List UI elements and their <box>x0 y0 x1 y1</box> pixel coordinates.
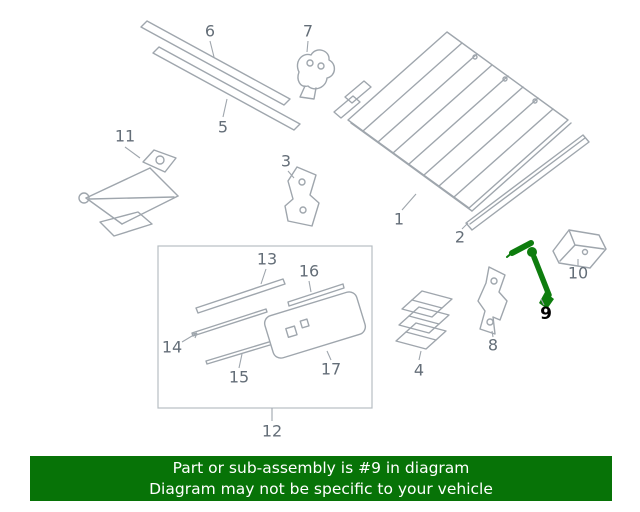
leader-line-17 <box>326 350 332 361</box>
leader-line-16 <box>308 280 312 293</box>
leader-line-15 <box>238 353 243 369</box>
leader-line-11 <box>124 146 141 159</box>
leader-line-5 <box>222 98 228 118</box>
leader-line-3 <box>287 170 295 179</box>
leader-line-8 <box>491 330 494 338</box>
callout-12: 12 <box>261 421 283 441</box>
callout-13: 13 <box>256 249 278 269</box>
callout-11: 11 <box>114 126 136 146</box>
parts-diagram-art <box>78 20 607 421</box>
note-banner: Part or sub-assembly is #9 in diagram Di… <box>30 456 612 501</box>
callout-5: 5 <box>217 117 229 137</box>
part-5-strip <box>152 46 301 131</box>
part-7-bracket <box>296 40 336 100</box>
part-11-jack <box>78 146 179 237</box>
callout-4: 4 <box>413 360 425 380</box>
callout-10: 10 <box>567 263 589 283</box>
part-16-rod <box>287 280 345 307</box>
part-4-shield <box>395 290 453 361</box>
leader-line-14 <box>181 332 198 343</box>
callout-6: 6 <box>204 21 216 41</box>
part-14-rod <box>181 308 268 343</box>
callout-1: 1 <box>393 209 405 229</box>
callout-16: 16 <box>298 261 320 281</box>
part-6-strip <box>140 20 291 106</box>
leader-line-2 <box>461 222 469 230</box>
part-9-highlighted-handle <box>506 240 554 309</box>
leader-line-9 <box>540 298 545 306</box>
callout-7: 7 <box>302 21 314 41</box>
callout-2: 2 <box>454 227 466 247</box>
part-1-bed-floor <box>333 31 572 212</box>
callout-15: 15 <box>228 367 250 387</box>
part-8-bracket <box>477 266 508 338</box>
leader-line-4 <box>418 350 422 361</box>
leader-line-7 <box>306 40 309 53</box>
parts-box-12 <box>157 245 373 421</box>
part-10-bracket <box>552 229 607 269</box>
leader-line-13 <box>260 268 267 285</box>
part-17-plate <box>263 291 367 359</box>
leader-line-6 <box>209 40 215 58</box>
leader-line-1 <box>401 193 417 211</box>
callout-17: 17 <box>320 359 342 379</box>
callout-8: 8 <box>487 335 499 355</box>
part-13-strip <box>195 268 286 314</box>
part-3-bracket <box>284 166 320 227</box>
part-2-sill <box>461 134 590 231</box>
banner-line-2: Diagram may not be specific to your vehi… <box>149 479 493 498</box>
callout-9-highlighted: 9 <box>540 304 552 324</box>
banner-line-1: Part or sub-assembly is #9 in diagram <box>172 458 470 477</box>
callout-3: 3 <box>280 151 292 171</box>
callout-14: 14 <box>161 337 183 357</box>
